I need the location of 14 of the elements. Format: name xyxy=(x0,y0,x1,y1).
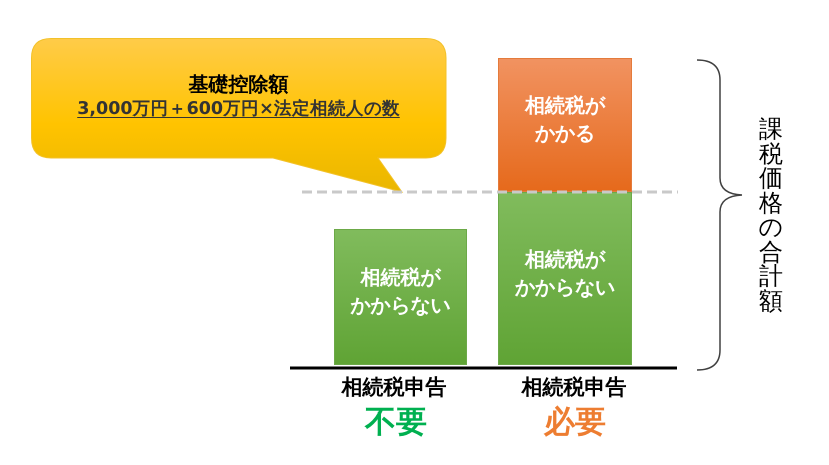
formula-text: 3,000万円＋600万円×法定相続人の数 xyxy=(77,98,400,121)
bar-label: 相続税がかからない xyxy=(514,246,616,300)
status-label: 必要 xyxy=(542,403,607,442)
speech-bubble xyxy=(31,38,447,193)
bar xyxy=(498,58,632,192)
bar-label: 相続税がかからない xyxy=(350,264,452,319)
bar-label: 相続税がかかる xyxy=(524,92,607,147)
column-label: 相続税申告 xyxy=(340,374,448,400)
callout-heading: 基礎控除額 xyxy=(188,72,288,97)
status-label: 不要 xyxy=(364,403,428,442)
bar xyxy=(498,192,632,365)
bar xyxy=(334,229,467,365)
column-label: 相続税申告 xyxy=(520,374,628,400)
brace-label: 課税価格の合計額 xyxy=(758,117,784,313)
